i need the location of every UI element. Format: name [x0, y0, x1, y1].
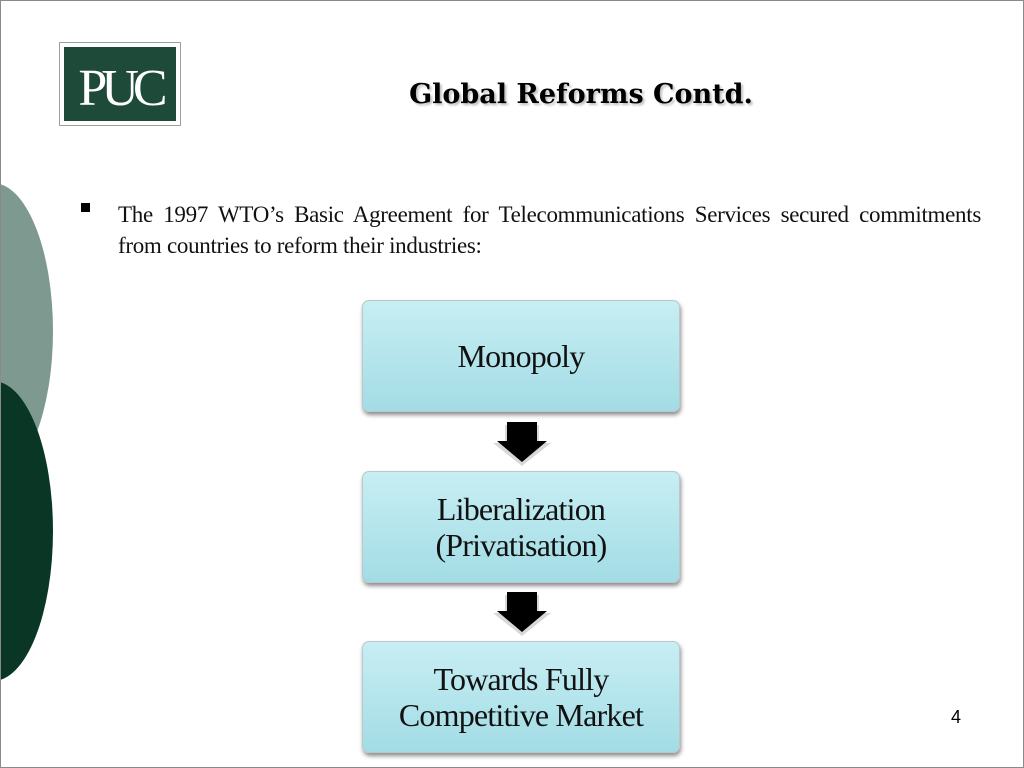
flow-box-competitive-market: Towards Fully Competitive Market: [362, 641, 680, 753]
flow-box-label: Monopoly: [457, 338, 586, 374]
down-arrow-icon: [493, 592, 551, 636]
page-number: 4: [950, 707, 961, 727]
slide-title: Global Reforms Contd.: [409, 79, 753, 110]
flow-box-label: Towards Fully Competitive Market: [398, 661, 644, 733]
flow-box-label: Liberalization (Privatisation): [435, 491, 607, 563]
square-bullet-icon: [81, 203, 90, 212]
dark-green-ellipse: [1, 382, 53, 680]
puc-logo-mark: PUC: [78, 60, 170, 117]
bullet-text: The 1997 WTO’s Basic Agreement for Telec…: [118, 202, 981, 258]
flow-box-monopoly: Monopoly: [362, 300, 680, 412]
puc-logo-background: PUC: [64, 47, 176, 121]
puc-logo: PUC: [59, 42, 181, 126]
decorative-shapes: [1, 184, 53, 680]
down-arrow-icon: [493, 422, 551, 466]
flow-box-liberalization: Liberalization (Privatisation): [362, 471, 680, 583]
puc-logo-letters: PUC: [78, 60, 164, 117]
